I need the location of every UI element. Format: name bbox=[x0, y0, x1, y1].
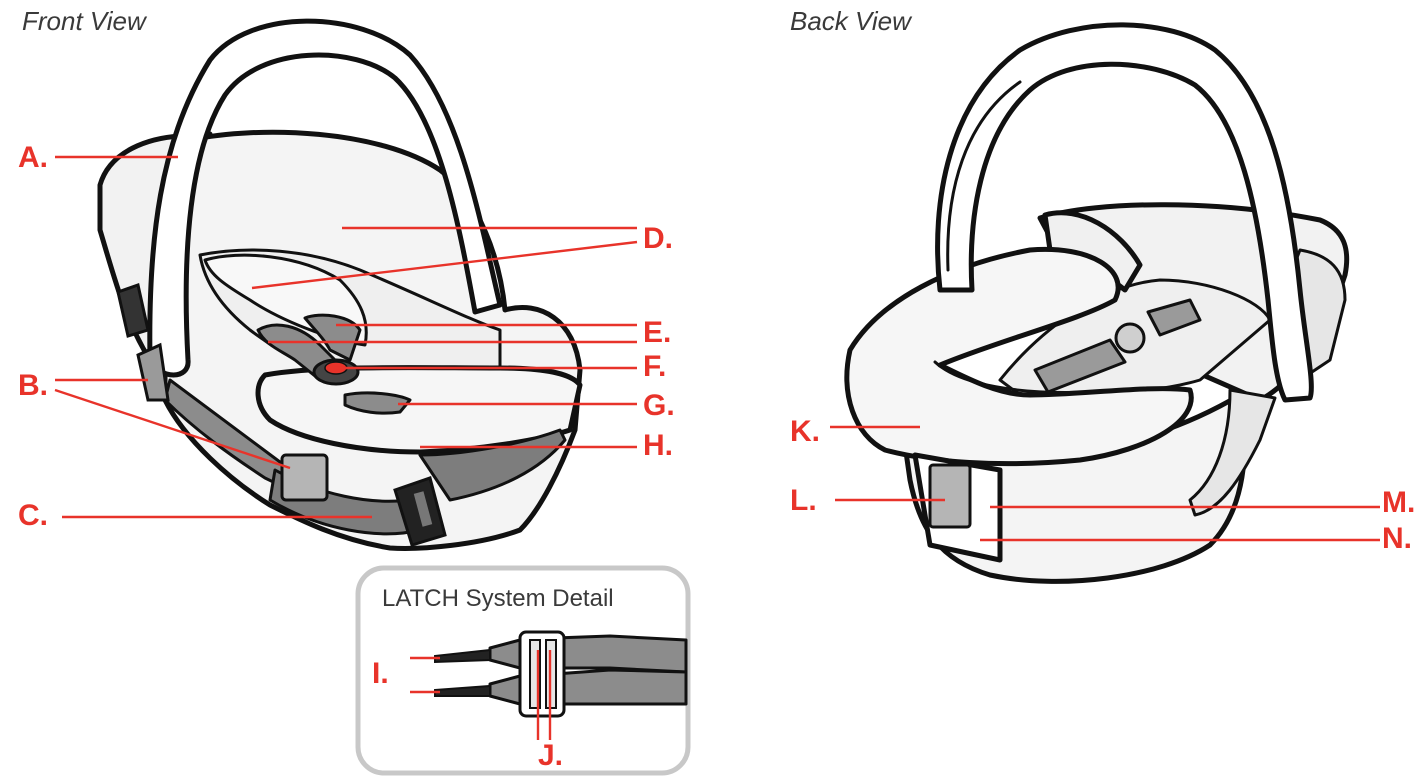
callout-e: E. bbox=[643, 316, 671, 349]
latch-connector-upper bbox=[434, 648, 491, 664]
callout-f: F. bbox=[643, 350, 666, 383]
back-view-title: Back View bbox=[790, 6, 913, 36]
latch-detail-panel: LATCH System Detail I. J. bbox=[355, 565, 691, 776]
back-belt-guide bbox=[928, 463, 972, 529]
front-belt-buckle-slot bbox=[413, 491, 433, 527]
back-view-car-seat bbox=[844, 22, 1350, 584]
leader-d-2 bbox=[251, 240, 638, 290]
callout-n: N. bbox=[1382, 522, 1412, 555]
callout-h: H. bbox=[643, 429, 673, 462]
latch-webbing-upper bbox=[553, 634, 688, 674]
callout-b: B. bbox=[18, 369, 48, 402]
callout-l: L. bbox=[790, 484, 817, 517]
front-crotch-strap bbox=[343, 391, 412, 415]
front-carry-handle bbox=[147, 18, 503, 378]
back-harness-buckle bbox=[1114, 322, 1146, 354]
front-callouts: A. B. C. D. E. F. G. H. bbox=[18, 141, 675, 532]
back-base-leg bbox=[1188, 388, 1277, 517]
latch-connector-lower bbox=[434, 684, 491, 697]
leader-b-2 bbox=[54, 388, 291, 470]
front-view-title: Front View bbox=[22, 6, 148, 36]
front-gray-tab bbox=[136, 342, 170, 402]
back-callouts: K. L. M. N. bbox=[790, 415, 1415, 555]
back-carry-handle bbox=[935, 22, 1314, 403]
callout-j: J. bbox=[538, 739, 563, 772]
callout-m: M. bbox=[1382, 486, 1415, 519]
callout-g: G. bbox=[643, 389, 675, 422]
back-handle-inner-line bbox=[946, 80, 1022, 272]
callout-c: C. bbox=[18, 499, 48, 532]
latch-detail-title: LATCH System Detail bbox=[382, 585, 614, 612]
front-belt-guide bbox=[280, 453, 329, 502]
latch-adjuster-frame bbox=[518, 630, 566, 718]
callout-a: A. bbox=[18, 141, 48, 174]
latch-adjuster-bar-left bbox=[529, 639, 541, 709]
front-handle-pivot bbox=[116, 283, 150, 338]
callout-k: K. bbox=[790, 415, 820, 448]
back-harness-strap-2 bbox=[1146, 298, 1202, 337]
back-bumper-inner-line bbox=[933, 360, 1092, 394]
latch-webbing-lower bbox=[553, 668, 688, 706]
callout-i: I. bbox=[372, 657, 389, 690]
back-harness-strap-1 bbox=[1033, 338, 1127, 394]
callout-d: D. bbox=[643, 222, 673, 255]
front-harness-right bbox=[303, 313, 362, 362]
front-view-car-seat bbox=[97, 18, 583, 551]
